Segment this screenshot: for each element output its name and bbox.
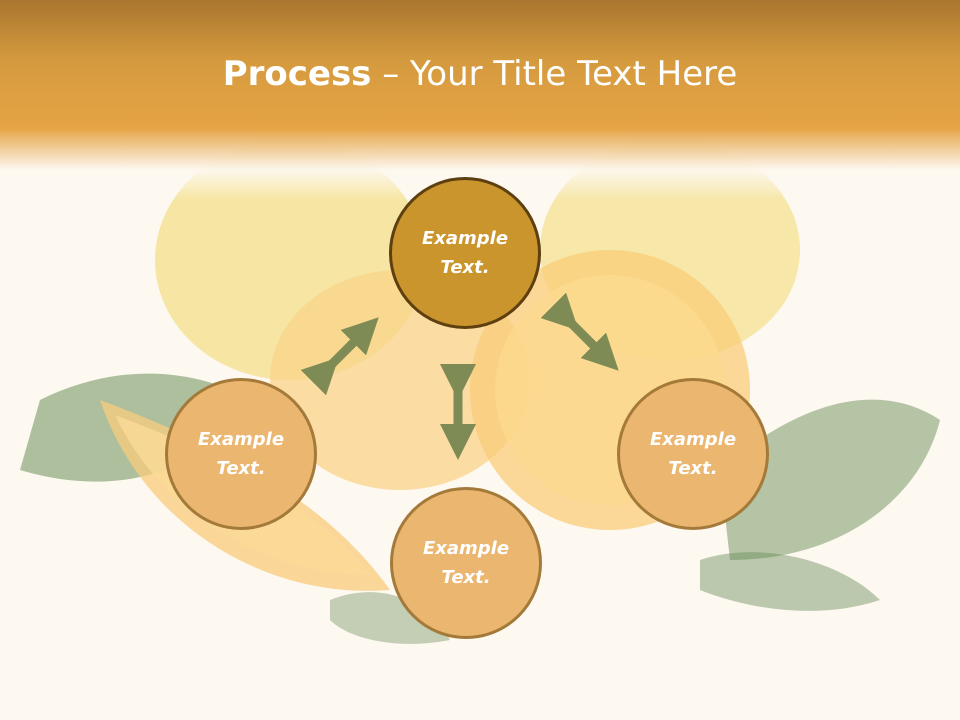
slide-title: Process – Your Title Text Here (0, 52, 960, 96)
title-rest: – Your Title Text Here (371, 54, 738, 94)
process-node-left: Example Text. (165, 378, 317, 530)
node-top-line1: Example (421, 228, 509, 249)
process-node-bottom: Example Text. (390, 487, 542, 639)
node-left-line2: Text. (216, 458, 266, 479)
node-bottom-line2: Text. (441, 567, 491, 588)
node-bottom-line1: Example (422, 538, 510, 559)
process-node-right: Example Text. (617, 378, 769, 530)
title-bold: Process (222, 54, 372, 94)
title-banner (0, 0, 960, 200)
node-left-line1: Example (197, 429, 285, 450)
node-right-line1: Example (649, 429, 737, 450)
node-right-line2: Text. (668, 458, 718, 479)
process-node-top: Example Text. (389, 177, 541, 329)
arrow-top-right (540, 292, 619, 371)
arrow-left-top (300, 317, 379, 396)
node-top-line2: Text. (440, 257, 490, 278)
